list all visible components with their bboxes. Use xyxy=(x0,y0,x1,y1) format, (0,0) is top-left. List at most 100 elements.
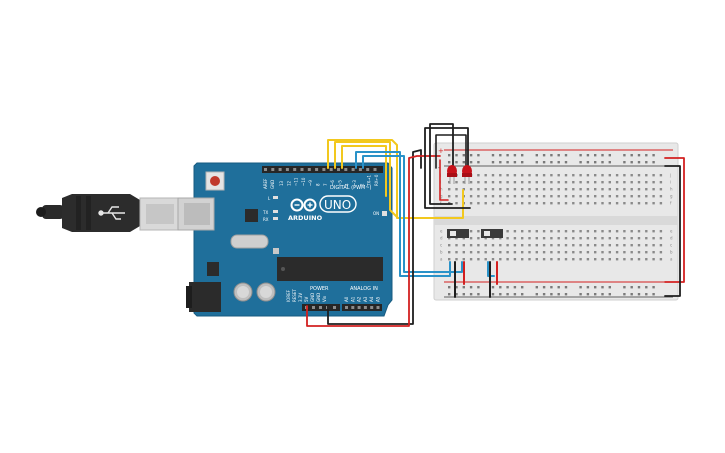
terminal-hole[interactable] xyxy=(564,244,568,247)
rail-hole[interactable] xyxy=(499,286,502,289)
digital-pin-hole[interactable] xyxy=(329,168,333,171)
terminal-hole[interactable] xyxy=(550,195,553,198)
wire-blue-1[interactable] xyxy=(355,151,451,277)
digital-pin-hole[interactable] xyxy=(366,168,370,171)
terminal-hole[interactable] xyxy=(521,181,524,184)
terminal-hole[interactable] xyxy=(601,202,604,205)
terminal-hole[interactable] xyxy=(513,230,517,233)
terminal-hole[interactable] xyxy=(499,174,502,177)
arduino-uno-board[interactable]: ARDUINO UNO DIGITAL (PWM~) POWER ANALOG … xyxy=(177,162,393,317)
rail-hole[interactable] xyxy=(550,154,553,157)
terminal-hole[interactable] xyxy=(645,202,648,205)
rail-hole[interactable] xyxy=(608,293,611,296)
terminal-hole[interactable] xyxy=(491,237,495,240)
terminal-hole[interactable] xyxy=(462,181,465,184)
terminal-hole[interactable] xyxy=(469,195,473,198)
terminal-hole[interactable] xyxy=(535,174,538,177)
rail-hole[interactable] xyxy=(542,154,546,157)
rail-hole[interactable] xyxy=(499,293,502,296)
terminal-hole[interactable] xyxy=(608,195,611,198)
terminal-hole[interactable] xyxy=(652,230,655,233)
terminal-hole[interactable] xyxy=(564,237,568,240)
terminal-hole[interactable] xyxy=(491,174,495,177)
terminal-hole[interactable] xyxy=(659,237,663,240)
terminal-hole[interactable] xyxy=(513,181,517,184)
terminal-hole[interactable] xyxy=(499,251,502,254)
terminal-hole[interactable] xyxy=(594,188,597,191)
terminal-hole[interactable] xyxy=(572,188,575,191)
terminal-hole[interactable] xyxy=(659,244,663,247)
rail-hole[interactable] xyxy=(455,154,458,157)
wire-blue-2[interactable] xyxy=(362,155,463,273)
terminal-hole[interactable] xyxy=(645,181,648,184)
terminal-hole[interactable] xyxy=(484,188,487,191)
terminal-hole[interactable] xyxy=(623,174,626,177)
terminal-hole[interactable] xyxy=(484,244,487,247)
terminal-hole[interactable] xyxy=(542,258,546,261)
terminal-hole[interactable] xyxy=(615,258,619,261)
terminal-hole[interactable] xyxy=(521,251,524,254)
rail-hole[interactable] xyxy=(586,154,590,157)
terminal-hole[interactable] xyxy=(557,174,560,177)
digital-pin-hole[interactable] xyxy=(264,168,267,171)
terminal-hole[interactable] xyxy=(521,230,524,233)
terminal-hole[interactable] xyxy=(484,195,487,198)
terminal-hole[interactable] xyxy=(491,202,495,205)
terminal-hole[interactable] xyxy=(586,188,590,191)
terminal-hole[interactable] xyxy=(469,258,473,261)
power-pin-hole[interactable] xyxy=(333,306,336,309)
terminal-hole[interactable] xyxy=(550,188,553,191)
terminal-hole[interactable] xyxy=(579,230,582,233)
terminal-hole[interactable] xyxy=(477,230,480,233)
terminal-hole[interactable] xyxy=(579,237,582,240)
rail-hole[interactable] xyxy=(462,154,465,157)
terminal-hole[interactable] xyxy=(586,174,590,177)
terminal-hole[interactable] xyxy=(542,230,546,233)
terminal-hole[interactable] xyxy=(477,258,480,261)
terminal-hole[interactable] xyxy=(513,258,517,261)
rail-hole[interactable] xyxy=(448,154,451,157)
terminal-hole[interactable] xyxy=(455,195,458,198)
terminal-hole[interactable] xyxy=(601,174,604,177)
terminal-hole[interactable] xyxy=(615,230,619,233)
rail-hole[interactable] xyxy=(521,293,524,296)
terminal-hole[interactable] xyxy=(462,258,465,261)
terminal-hole[interactable] xyxy=(645,251,648,254)
terminal-hole[interactable] xyxy=(484,181,487,184)
rail-hole[interactable] xyxy=(594,293,597,296)
terminal-hole[interactable] xyxy=(477,181,480,184)
terminal-hole[interactable] xyxy=(528,174,531,177)
terminal-hole[interactable] xyxy=(521,195,524,198)
rail-hole[interactable] xyxy=(645,154,648,157)
terminal-hole[interactable] xyxy=(448,195,451,198)
terminal-hole[interactable] xyxy=(506,258,509,261)
rail-hole[interactable] xyxy=(652,154,655,157)
terminal-hole[interactable] xyxy=(499,181,502,184)
terminal-hole[interactable] xyxy=(491,258,495,261)
terminal-hole[interactable] xyxy=(659,202,663,205)
terminal-hole[interactable] xyxy=(615,174,619,177)
terminal-hole[interactable] xyxy=(572,195,575,198)
terminal-hole[interactable] xyxy=(623,258,626,261)
terminal-hole[interactable] xyxy=(659,251,663,254)
terminal-hole[interactable] xyxy=(528,244,531,247)
rail-hole[interactable] xyxy=(557,154,560,157)
terminal-hole[interactable] xyxy=(542,195,546,198)
digital-pin-hole[interactable] xyxy=(285,168,289,171)
slide-switch-left[interactable] xyxy=(447,229,469,238)
terminal-hole[interactable] xyxy=(528,251,531,254)
digital-pin-hole[interactable] xyxy=(300,168,304,171)
terminal-hole[interactable] xyxy=(594,230,597,233)
terminal-hole[interactable] xyxy=(637,202,641,205)
terminal-hole[interactable] xyxy=(652,202,655,205)
rail-hole[interactable] xyxy=(491,286,495,289)
led-left[interactable] xyxy=(447,165,457,184)
analog-pin-hole[interactable] xyxy=(357,306,361,309)
terminal-hole[interactable] xyxy=(572,237,575,240)
terminal-hole[interactable] xyxy=(572,244,575,247)
terminal-hole[interactable] xyxy=(550,230,553,233)
rail-hole[interactable] xyxy=(542,161,546,164)
terminal-hole[interactable] xyxy=(535,244,538,247)
rail-hole[interactable] xyxy=(448,286,451,289)
terminal-hole[interactable] xyxy=(506,251,509,254)
